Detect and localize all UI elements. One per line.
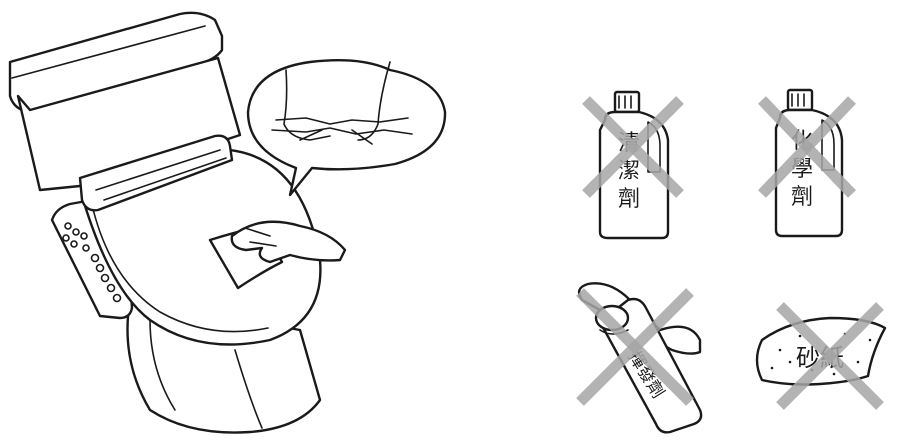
prohibited-sandpaper: 砂紙 xyxy=(757,306,885,406)
prohibited-cleaner-bottle: 清 潔 劑 xyxy=(586,92,680,238)
chemical-label-3: 劑 xyxy=(791,185,813,210)
prohibited-spray-can: 揮發劑 xyxy=(579,283,701,432)
prohibited-chemical-bottle: 化 學 劑 xyxy=(762,90,852,236)
cleaner-label-3: 劑 xyxy=(618,187,640,212)
